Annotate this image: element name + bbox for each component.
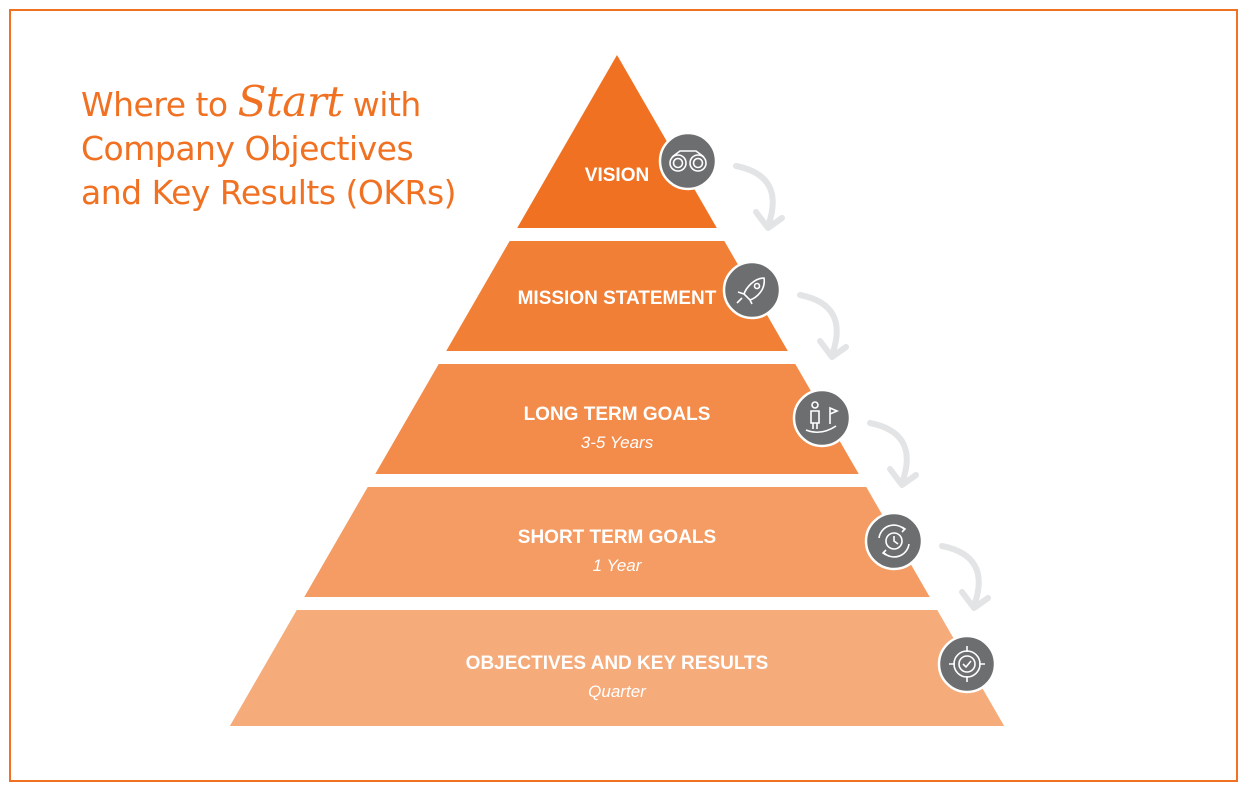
pyramid-level-4 [304,487,930,597]
border-frame [9,9,1238,782]
target-check-icon [937,634,997,694]
clock-cycle-icon [864,511,924,571]
level-label: OBJECTIVES AND KEY RESULTS [466,653,769,674]
pyramid-level-1 [517,55,717,228]
arrow-head [887,466,919,488]
curved-arrow-icon [797,292,840,358]
curved-arrow-icon [733,163,776,229]
person-flag-icon [792,388,852,448]
pyramid-level-2 [446,241,788,351]
level-label: MISSION STATEMENT [518,288,717,309]
arrow-head [817,338,849,360]
title-line3: and Key Results (OKRs) [81,173,457,212]
page-title: Where to Start with Company Objectives a… [81,77,457,215]
title-line1-post: with [352,85,422,124]
arrow-head [959,589,991,611]
level-timeframe: 3-5 Years [581,433,654,452]
title-line1-pre: Where to [81,85,228,124]
title-script-word: Start [237,77,344,126]
level-label: SHORT TERM GOALS [518,527,716,548]
level-timeframe: Quarter [588,682,647,701]
rocket-icon [722,260,782,320]
title-line2: Company Objectives [81,129,414,168]
level-timeframe: 1 Year [593,556,643,575]
pyramid-level-5 [229,610,1005,726]
curved-arrow-icon [939,543,982,609]
pyramid-level-3 [375,364,859,474]
level-label: LONG TERM GOALS [524,404,711,425]
level-label: VISION [585,165,649,186]
curved-arrow-icon [867,420,910,486]
binoculars-icon [658,131,718,191]
arrow-head [753,209,785,231]
